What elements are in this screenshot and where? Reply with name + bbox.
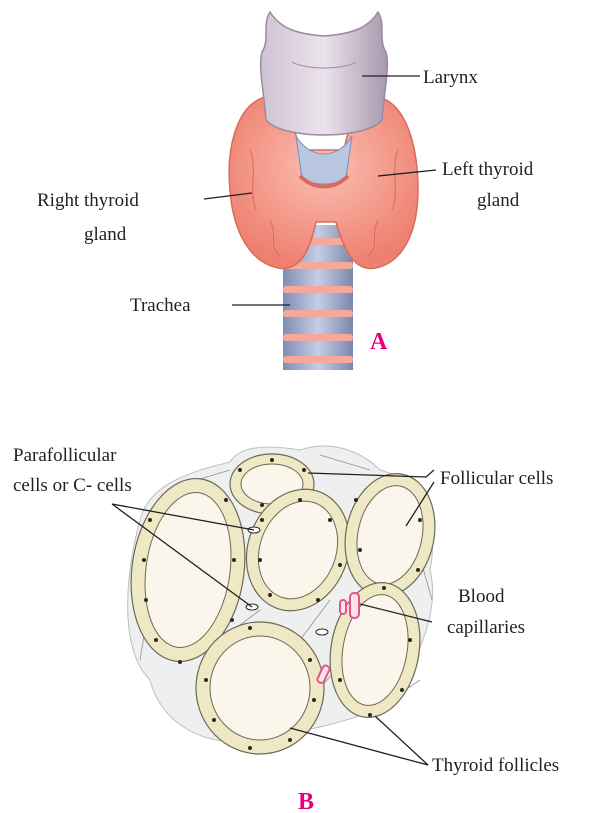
label-parafollicular-line2: cells or C- cells [13, 475, 132, 496]
cricoid-shape [296, 136, 352, 187]
panel-letter-b: B [298, 789, 314, 813]
follicle-bottom-center [196, 622, 324, 754]
label-larynx: Larynx [423, 67, 478, 88]
label-left-thyroid-line2: gland [477, 190, 520, 211]
label-blood-line2: capillaries [447, 617, 525, 638]
label-right-thyroid-line2: gland [84, 224, 127, 245]
label-trachea: Trachea [130, 295, 191, 316]
label-thyroid-follicles: Thyroid follicles [432, 755, 559, 776]
panel-letter-a: A [370, 329, 388, 355]
thyroid-follicles-illustration [120, 446, 446, 754]
label-blood-line1: Blood [458, 586, 505, 607]
label-right-thyroid-line1: Right thyroid [37, 190, 139, 211]
larynx-shape [261, 12, 388, 135]
label-parafollicular-line1: Parafollicular [13, 445, 117, 466]
thyroid-gland-illustration [229, 12, 418, 370]
label-left-thyroid-line1: Left thyroid [442, 159, 534, 180]
label-follicular-cells: Follicular cells [440, 468, 553, 489]
